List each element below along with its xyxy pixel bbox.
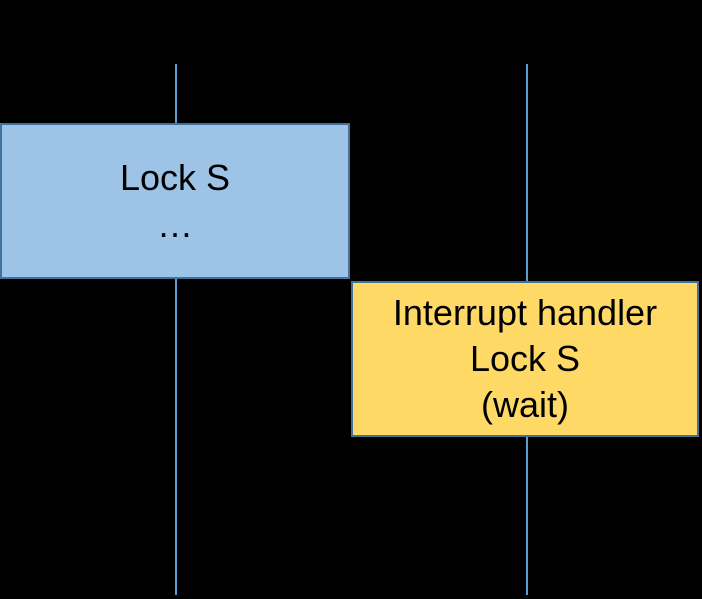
interrupt-handler-box-line-2: Lock S — [469, 338, 581, 379]
interrupt-handler-box-line-1: Interrupt handler — [392, 292, 658, 333]
interrupt-handler-box-line-3: (wait) — [481, 384, 569, 425]
left-timeline-line — [175, 64, 177, 595]
lock-s-box-ellipsis: … — [157, 204, 193, 245]
lock-s-box: Lock S … — [0, 123, 350, 279]
interrupt-handler-box: Interrupt handler Lock S (wait) — [351, 281, 699, 437]
lock-s-box-title: Lock S — [119, 157, 231, 198]
